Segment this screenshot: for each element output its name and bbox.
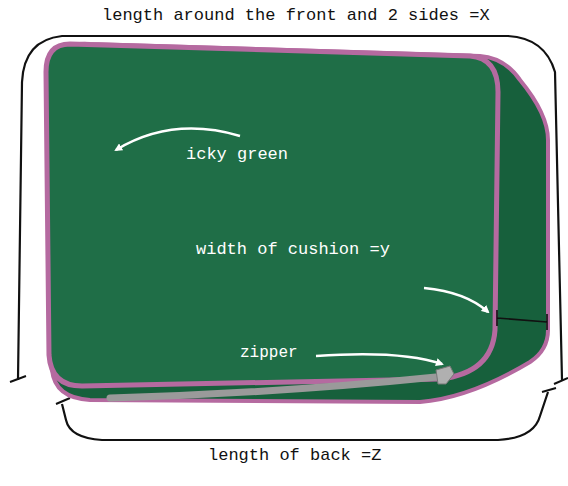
width-dimension xyxy=(497,310,547,330)
leader-arrow xyxy=(424,288,488,312)
cushion: icky green width of cushion =y zipper xyxy=(38,36,558,416)
dimension-label: length of back =Z xyxy=(206,446,383,466)
callout-text: width of cushion =y xyxy=(196,240,390,260)
zipper-pull xyxy=(436,366,454,384)
leader-arrow xyxy=(316,354,442,364)
zipper-tape xyxy=(110,377,436,398)
callout-text: zipper xyxy=(240,344,298,363)
callout-text: icky green xyxy=(186,145,288,165)
cushion-top xyxy=(46,44,498,386)
cushion-illustration xyxy=(38,36,558,416)
dimension-label: length around the front and 2 sides =X xyxy=(100,6,492,26)
